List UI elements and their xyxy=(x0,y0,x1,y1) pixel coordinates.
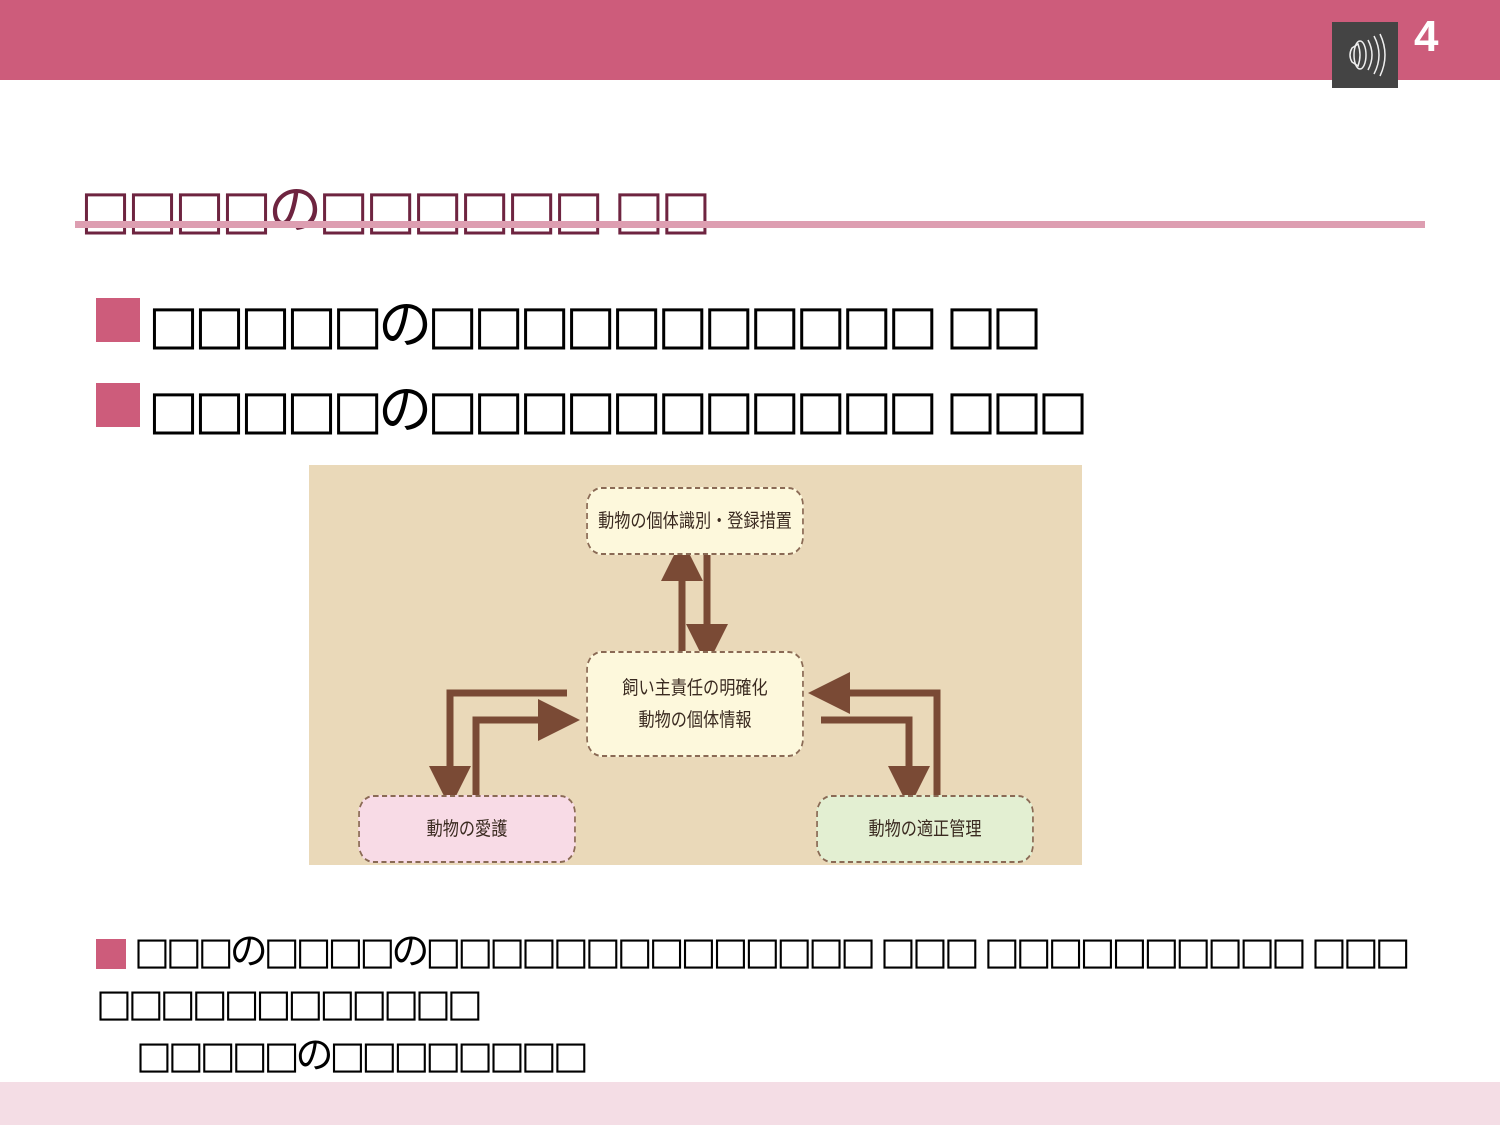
node-label: 動物の愛護 xyxy=(426,818,508,840)
node-animal-welfare: 動物の愛護 xyxy=(358,795,576,863)
note-text: □□□の□□□□の□□□□□□□□□□□□□□ □□□ □□□□□□□□□□ □… xyxy=(96,925,1416,1081)
bullet-text: □□□□□の□□□□□□□□□□□ □□ xyxy=(148,293,1043,356)
title-underline xyxy=(75,221,1425,228)
bullet-item: □□□□□の□□□□□□□□□□□ □□ xyxy=(96,280,1043,359)
note-line: □□□□□の□□□□□□□□ xyxy=(136,1033,589,1077)
node-label: 動物の個体識別・登録措置 xyxy=(598,510,792,532)
speaker-icon xyxy=(1349,33,1386,77)
bullet-item: □□□□□の□□□□□□□□□□□ □□□ xyxy=(96,365,1089,444)
node-label: 動物の適正管理 xyxy=(868,818,982,840)
header-bar xyxy=(0,0,1500,80)
flow-diagram: 動物の個体識別・登録措置 飼い主責任の明確化動物の個体情報 動物の愛護 動物の適… xyxy=(309,465,1082,865)
bullet-text: □□□□□の□□□□□□□□□□□ □□□ xyxy=(148,378,1089,441)
node-owner-responsibility: 飼い主責任の明確化動物の個体情報 xyxy=(586,651,804,757)
slide-title: □□□□の□□□□□□ □□ xyxy=(80,178,711,241)
node-label: 飼い主責任の明確化 xyxy=(622,677,768,699)
audio-speaker-button[interactable] xyxy=(1332,22,1398,88)
node-label: 動物の個体情報 xyxy=(638,709,752,731)
diagram-arrows xyxy=(429,539,941,808)
footer-bar xyxy=(0,1082,1500,1125)
node-identification: 動物の個体識別・登録措置 xyxy=(586,487,804,555)
page-number: 4 xyxy=(1414,12,1439,61)
bullet-marker xyxy=(96,938,126,969)
bullet-marker xyxy=(96,297,140,342)
note-line: □□□の□□□□の□□□□□□□□□□□□□□ □□□ □□□□□□□□□□ □… xyxy=(96,929,1411,1025)
node-proper-management: 動物の適正管理 xyxy=(816,795,1034,863)
bullet-marker xyxy=(96,382,140,427)
